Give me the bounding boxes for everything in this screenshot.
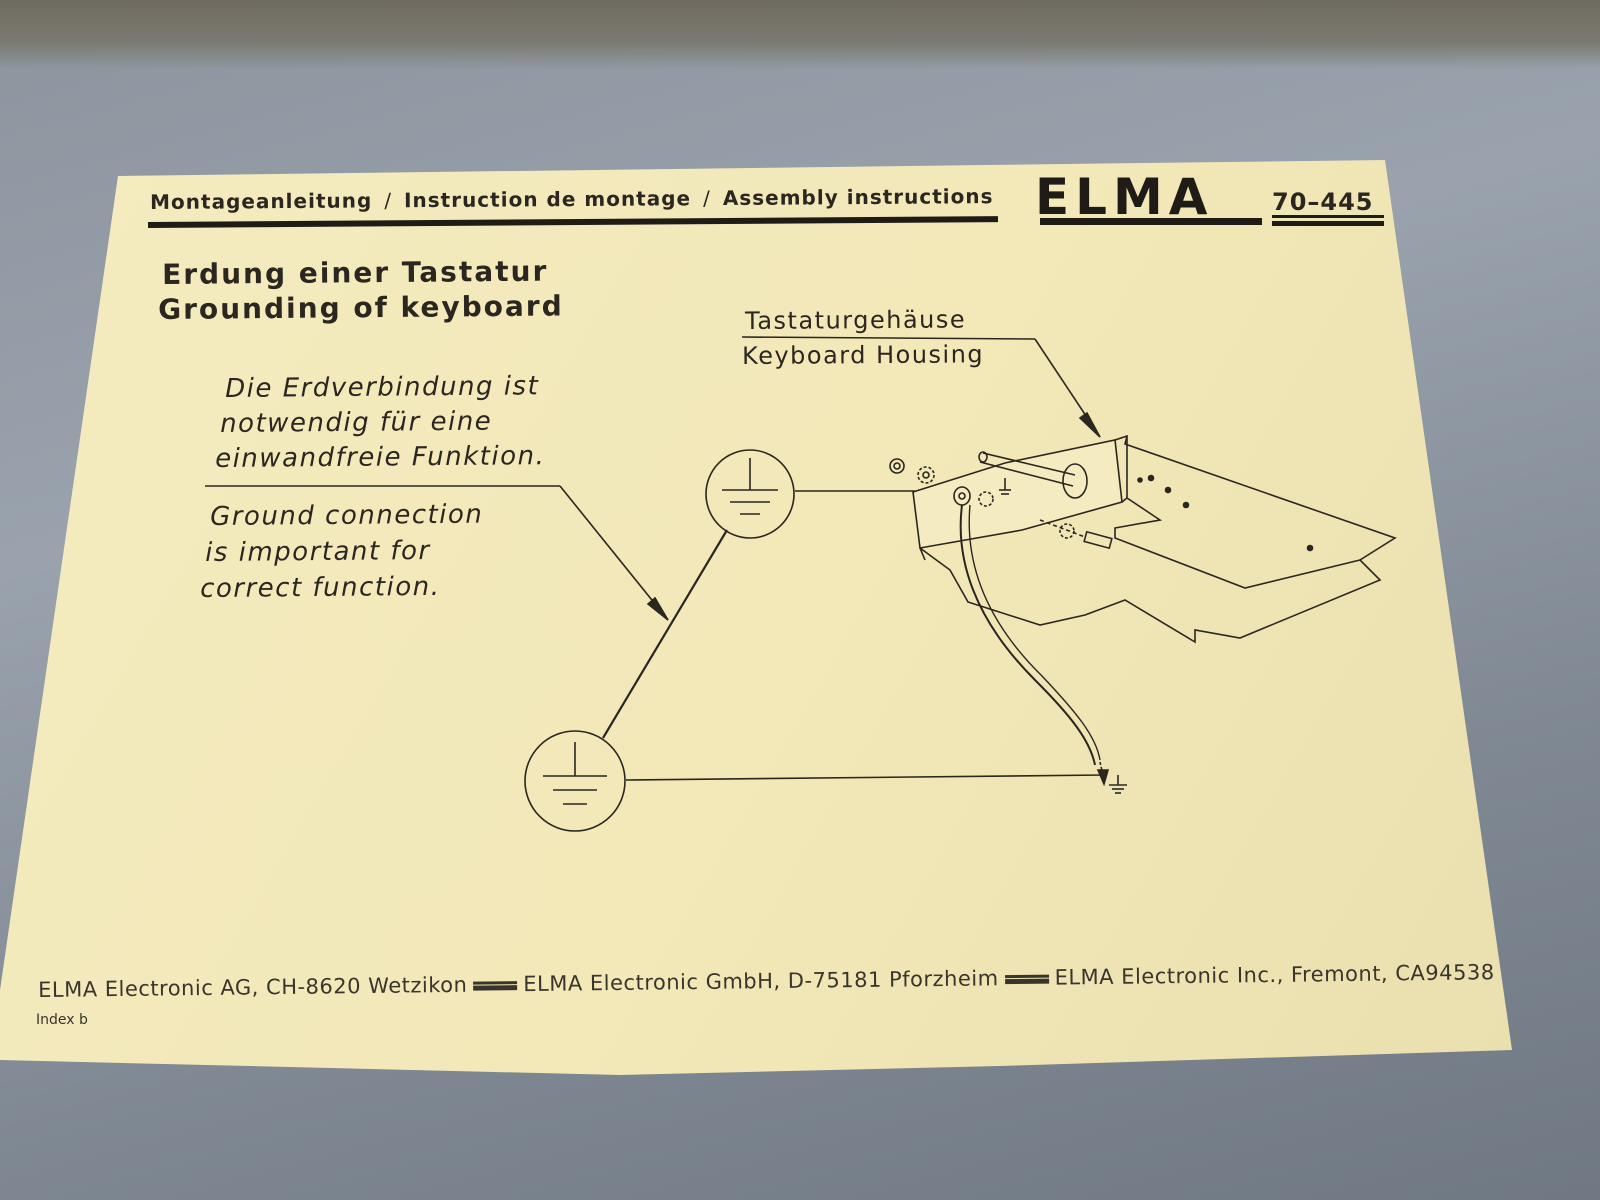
footer-divider-1 (473, 980, 518, 991)
keyboard-housing (912, 434, 1397, 644)
brand-logo: ELMA (1035, 168, 1214, 226)
washer-icon (978, 491, 994, 507)
screw-icon (1039, 519, 1113, 550)
note-pointer-arrowhead (646, 596, 669, 621)
ground-cable-inner (968, 504, 1101, 761)
footer-divider-2 (1004, 974, 1049, 984)
docnum-rule-thick (1272, 221, 1384, 226)
earth-ground-line (625, 774, 1106, 781)
ground-cable (959, 504, 1096, 766)
housing-pointer-arrowhead (1078, 411, 1101, 438)
washer-icon (917, 466, 935, 484)
ground-symbol-icon (524, 730, 626, 832)
document-number: 70–445 (1272, 188, 1374, 216)
background-table (0, 0, 1600, 70)
index-label: Index b (36, 1012, 88, 1028)
ground-terminal-icon (1096, 761, 1127, 794)
docnum-rule-thin (1272, 215, 1384, 218)
note-pointer-line (559, 485, 669, 621)
nut-icon (889, 458, 905, 474)
housing-label-underline (741, 336, 1036, 340)
washer-icon (1059, 523, 1075, 539)
ground-symbol-icon (705, 449, 795, 539)
ground-link-line (602, 529, 728, 739)
brand-logo-underline (1040, 218, 1262, 225)
